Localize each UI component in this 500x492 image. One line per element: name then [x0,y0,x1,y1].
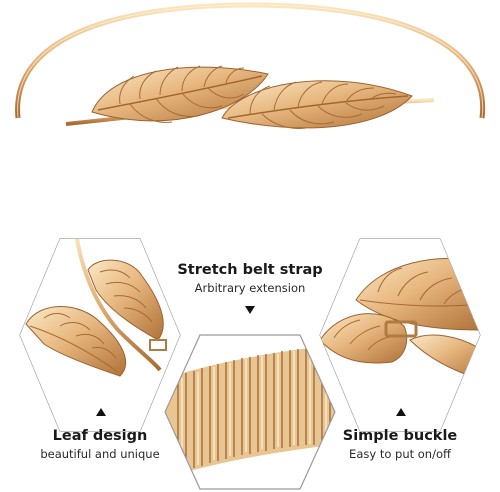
hexagon-stretch-strap [164,334,336,490]
arrow-up-icon [396,408,406,416]
leaf-design-subtitle: beautiful and unique [40,447,160,461]
buckle-title: Simple buckle [342,428,458,444]
leaf-design-title: Leaf design [52,428,148,444]
arrow-up-icon [96,408,106,416]
arrow-down-icon [245,306,255,314]
stretch-strap-title: Stretch belt strap [177,262,323,278]
leaf-design-caption: Leaf design beautiful and unique [10,428,190,461]
stretch-strap-subtitle: Arbitrary extension [194,281,306,295]
hexagon-leaf-design [19,238,181,432]
buckle-caption: Simple buckle Easy to put on/off [310,428,490,461]
stretch-strap-caption: Stretch belt strap Arbitrary extension [160,262,340,295]
hexagon-buckle [319,238,481,432]
belt-main-image [15,2,486,129]
buckle-subtitle: Easy to put on/off [349,447,451,461]
